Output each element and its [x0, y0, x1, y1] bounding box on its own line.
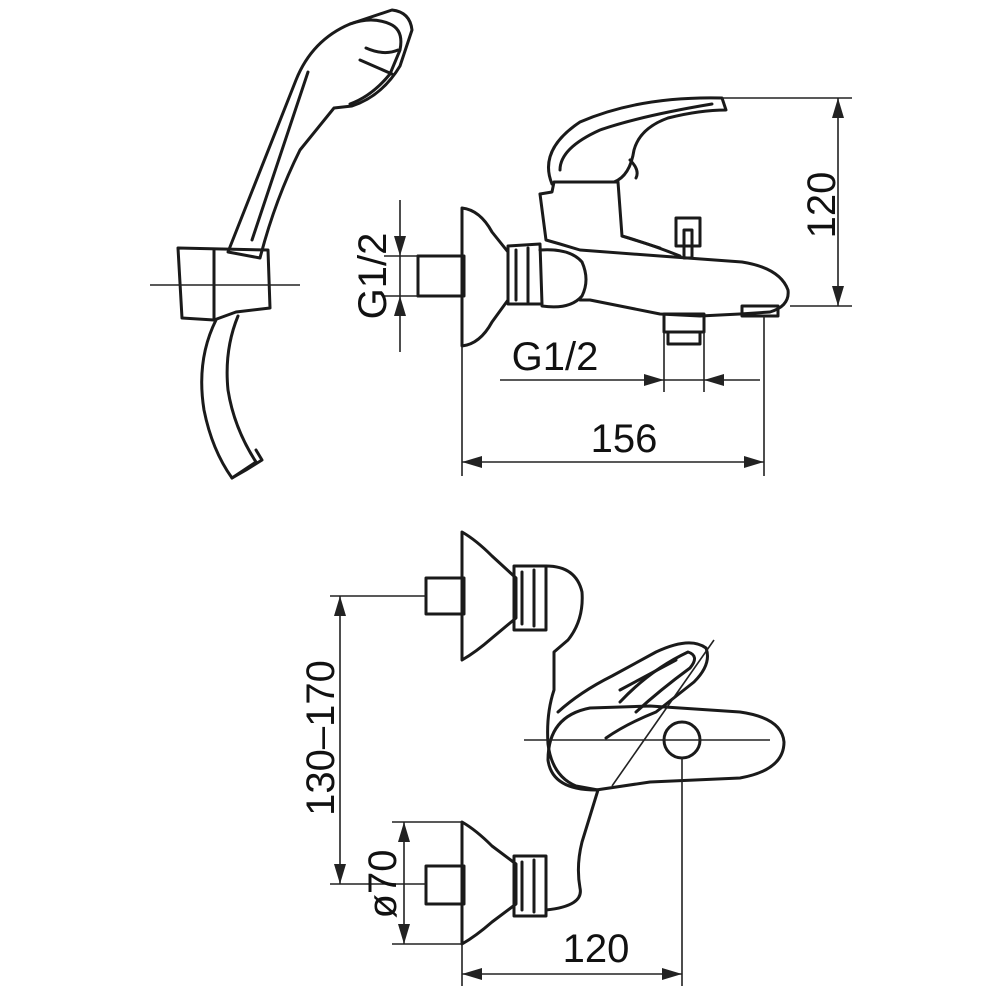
- mixer-front-view: [424, 530, 786, 946]
- dim-projection-120: 120: [563, 927, 630, 971]
- hand-shower: [150, 8, 414, 480]
- dim-length-156: 156: [591, 417, 658, 461]
- mixer-side-view: [416, 96, 790, 348]
- dim-inlet-spacing: 130–170: [299, 660, 343, 816]
- dim-spout-thread: G1/2: [512, 335, 599, 379]
- side-view-dimensions: [384, 97, 852, 476]
- dim-wall-thread: G1/2: [351, 233, 395, 320]
- dim-rosette-diameter: ø70: [361, 850, 405, 919]
- front-view-dimensions: [330, 595, 683, 986]
- dim-height-120: 120: [800, 172, 844, 239]
